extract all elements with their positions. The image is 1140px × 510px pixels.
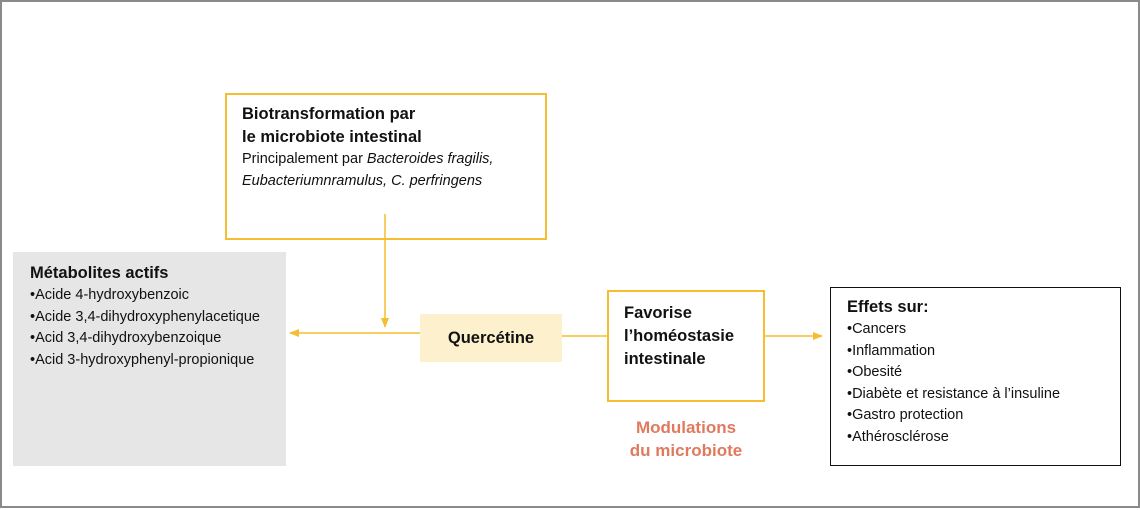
- metabolite-item: •Acid 3,4-dihydroxybenzoique: [30, 330, 222, 346]
- effet-item: •Inflammation: [847, 342, 936, 359]
- effet-item: •Cancers: [847, 321, 907, 337]
- homeostasie-box: Favorise l’homéostasie intestinale: [607, 290, 765, 402]
- homeostasie-line: intestinale: [624, 350, 706, 368]
- metabolite-item: •Acide 3,4-dihydroxyphenylacetique: [30, 308, 260, 325]
- effet-item: •Athérosclérose: [847, 428, 949, 445]
- effets-box: Effets sur: •Cancers •Inflammation •Obes…: [830, 287, 1121, 466]
- biotransformation-title-line: le microbiote intestinal: [242, 128, 422, 146]
- effet-item: •Obesité: [847, 364, 903, 380]
- metabolites-box: Métabolites actifs •Acide 4-hydroxybenzo…: [13, 252, 286, 466]
- quercetine-label: Quercétine: [447, 328, 535, 347]
- homeostasie-line: Favorise: [624, 304, 692, 322]
- effet-item: •Gastro protection: [847, 407, 964, 423]
- biotransformation-title: Biotransformation par le microbiote inte…: [242, 103, 531, 149]
- biotransformation-desc-prefix: Principalement par: [242, 151, 367, 167]
- biotransformation-box: Biotransformation par le microbiote inte…: [225, 93, 547, 240]
- modulation-line: du microbiote: [629, 441, 743, 460]
- effet-item: •Diabète et resistance à l’insuline: [847, 385, 1061, 402]
- effets-title: Effets sur:: [847, 298, 929, 316]
- modulation-line: Modulations: [635, 418, 737, 437]
- metabolites-title: Métabolites actifs: [30, 264, 169, 282]
- homeostasie-line: l’homéostasie: [624, 327, 735, 345]
- bacteria-species-list: Bacteroides fragilis, Eubacteriumnramulu…: [242, 151, 494, 189]
- biotransformation-description: Principalement par Bacteroides fragilis,…: [242, 149, 531, 192]
- biotransformation-title-line: Biotransformation par: [242, 105, 416, 123]
- metabolite-item: •Acide 4-hydroxybenzoic: [30, 287, 190, 303]
- metabolite-item: •Acid 3-hydroxyphenyl-propionique: [30, 351, 255, 368]
- quercetine-box: Quercétine: [420, 314, 562, 362]
- modulation-label: Modulations du microbiote: [600, 416, 772, 462]
